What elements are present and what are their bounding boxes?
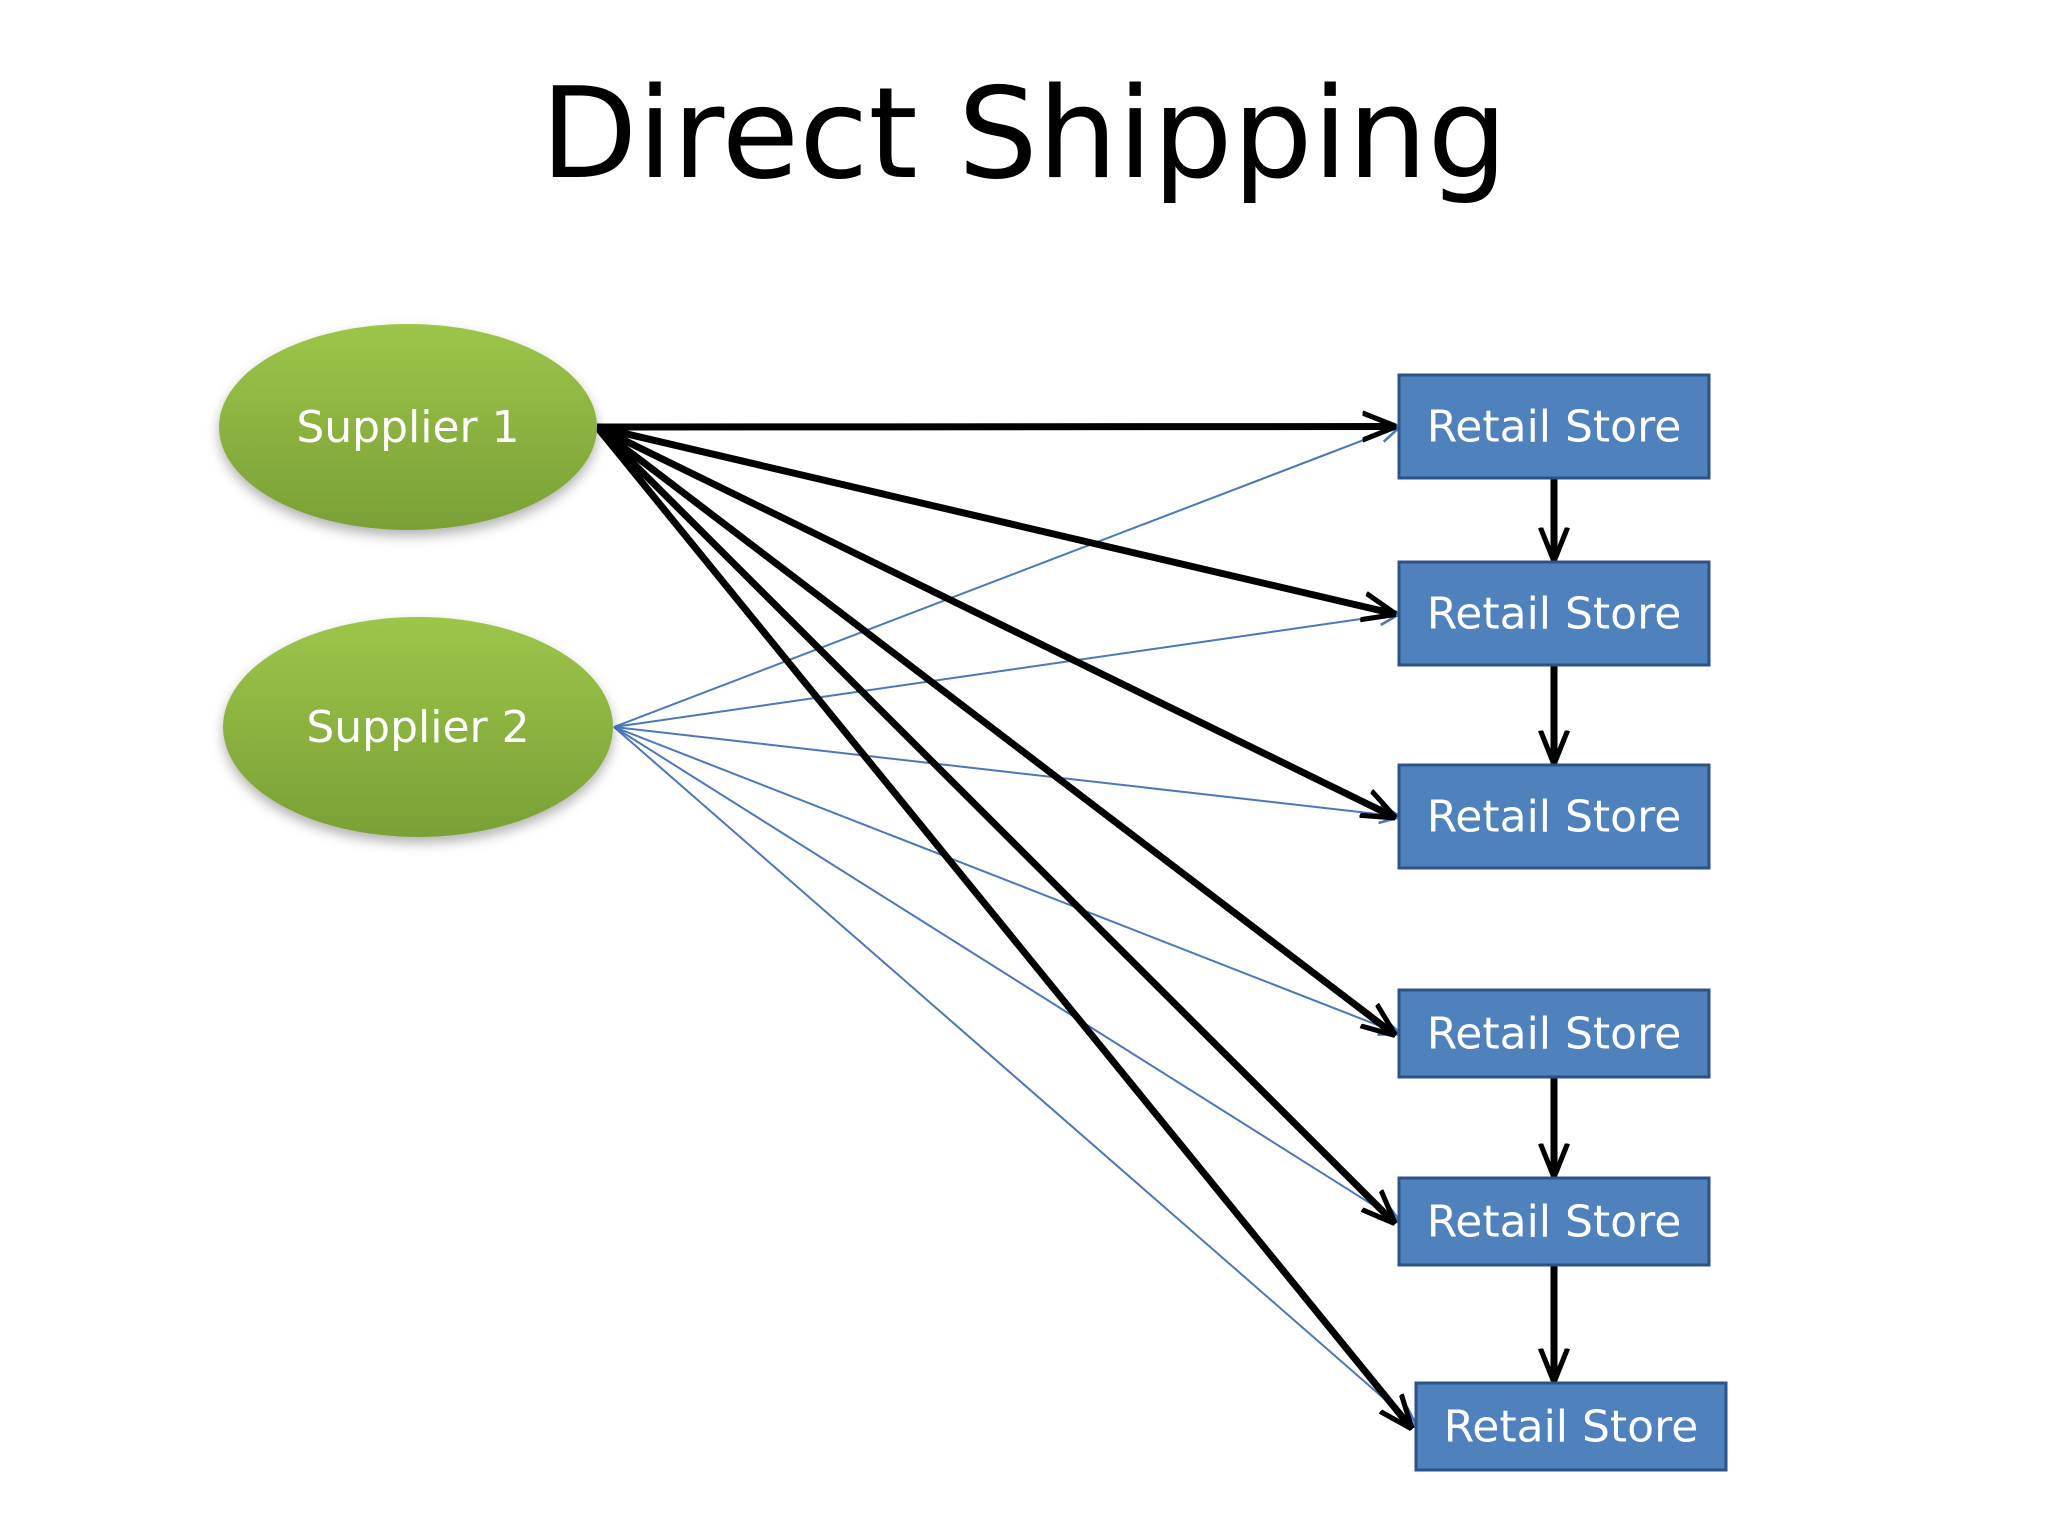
edge-supplier1-to-store-4 (594, 424, 1393, 1034)
edge-supplier2-to-store-6 (613, 726, 1416, 1427)
supplier-label: Supplier 1 (296, 402, 519, 453)
supplier-ellipse (223, 617, 613, 837)
edges-layer (594, 423, 1416, 1427)
retail-store-node-3: Retail Store (1397, 763, 1711, 870)
retail-store-label: Retail Store (1427, 792, 1682, 843)
edge-supplier2-to-store-5 (613, 726, 1399, 1222)
edge-supplier2-to-store-2 (613, 614, 1399, 728)
retail-store-label: Retail Store (1427, 1197, 1682, 1248)
edge-supplier1-to-store-1 (596, 427, 1393, 428)
retail-store-label: Retail Store (1444, 1402, 1699, 1453)
retail-store-box (1397, 560, 1711, 667)
retail-store-box (1397, 763, 1711, 870)
retail-store-node-6: Retail Store (1414, 1381, 1728, 1472)
supplier-ellipse (219, 324, 597, 530)
edge-supplier1-to-store-3 (595, 423, 1393, 817)
retail-store-label: Retail Store (1427, 1009, 1682, 1060)
retail-store-node-1: Retail Store (1397, 373, 1711, 480)
edge-supplier2-to-store-1 (613, 427, 1399, 728)
slide-title: Direct Shipping (540, 60, 1508, 207)
retail-store-box (1414, 1381, 1728, 1472)
edge-supplier1-to-store-6 (594, 424, 1410, 1427)
supplier-label: Supplier 2 (306, 702, 529, 753)
edge-supplier1-to-store-2 (596, 423, 1393, 614)
retail-store-box (1397, 1176, 1711, 1267)
edge-supplier2-to-store-4 (613, 726, 1399, 1034)
retail-store-node-5: Retail Store (1397, 1176, 1711, 1267)
retail-store-label: Retail Store (1427, 589, 1682, 640)
supplier-node-1: Supplier 1 (219, 324, 597, 530)
retail-store-label: Retail Store (1427, 402, 1682, 453)
retail-store-box (1397, 373, 1711, 480)
edge-supplier1-to-store-5 (594, 424, 1393, 1222)
retail-store-node-4: Retail Store (1397, 988, 1711, 1079)
supplier-node-2: Supplier 2 (223, 617, 613, 837)
retail-store-node-2: Retail Store (1397, 560, 1711, 667)
retail-store-box (1397, 988, 1711, 1079)
edge-supplier2-to-store-3 (613, 726, 1399, 817)
